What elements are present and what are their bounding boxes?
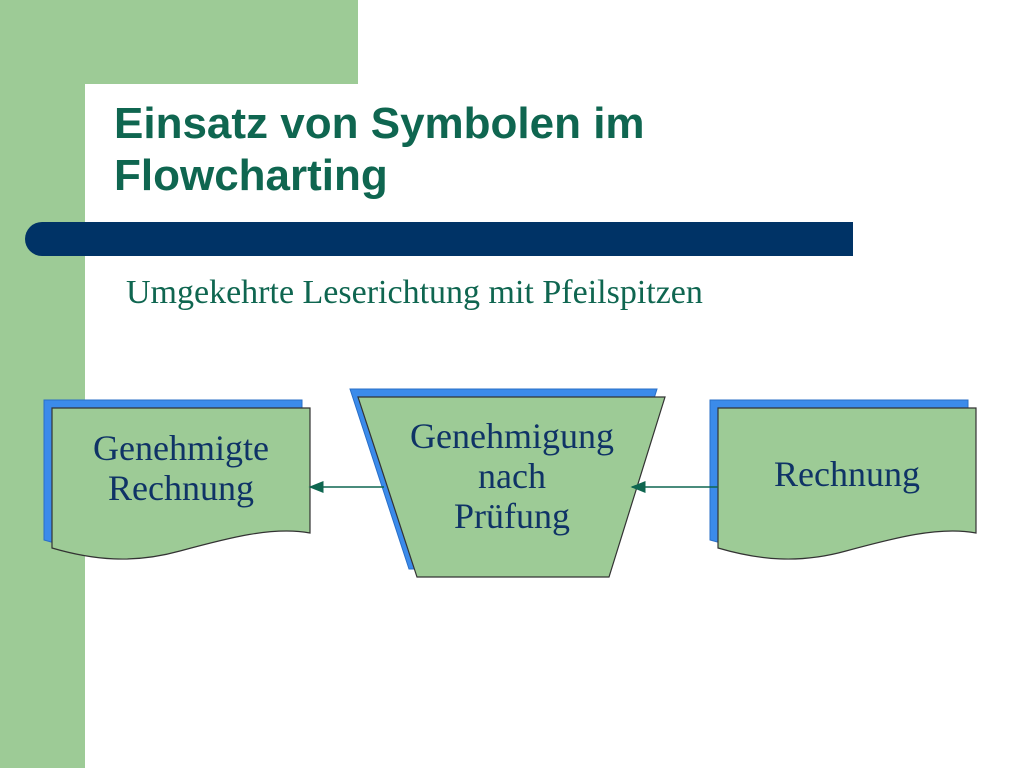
background-green-top <box>0 0 358 84</box>
title-divider-bar <box>25 222 853 256</box>
node-rechnung-label-line-1: Rechnung <box>774 454 920 494</box>
background-green-bar <box>0 0 85 768</box>
node-genehmigte-rechnung-shape <box>51 407 311 560</box>
node-genehmigung <box>349 388 666 578</box>
node-genehmigte-rechnung-label-line-1: Genehmigte <box>93 428 269 468</box>
slide-title-line-1: Einsatz von Symbolen im <box>114 99 645 148</box>
background-corner <box>85 84 358 234</box>
node-rechnung <box>709 399 977 560</box>
node-rechnung-label: Rechnung <box>718 454 976 494</box>
node-genehmigte-rechnung-label: Genehmigte Rechnung <box>52 428 310 508</box>
slide-title-line-2: Flowcharting <box>114 151 388 200</box>
node-genehmigung-label: Genehmigung nach Prüfung <box>372 416 652 536</box>
node-genehmigung-label-line-2: nach <box>478 456 546 496</box>
node-genehmigung-label-line-3: Prüfung <box>454 496 570 536</box>
slide-subtitle: Umgekehrte Leserichtung mit Pfeilspitzen <box>126 274 703 311</box>
node-rechnung-shape <box>717 407 977 560</box>
slide-title: Einsatz von Symbolen im Flowcharting <box>114 98 874 202</box>
node-genehmigung-shape <box>357 396 666 578</box>
node-genehmigte-rechnung <box>43 399 311 560</box>
node-genehmigte-rechnung-label-line-2: Rechnung <box>108 468 254 508</box>
node-genehmigung-label-line-1: Genehmigung <box>410 416 614 456</box>
